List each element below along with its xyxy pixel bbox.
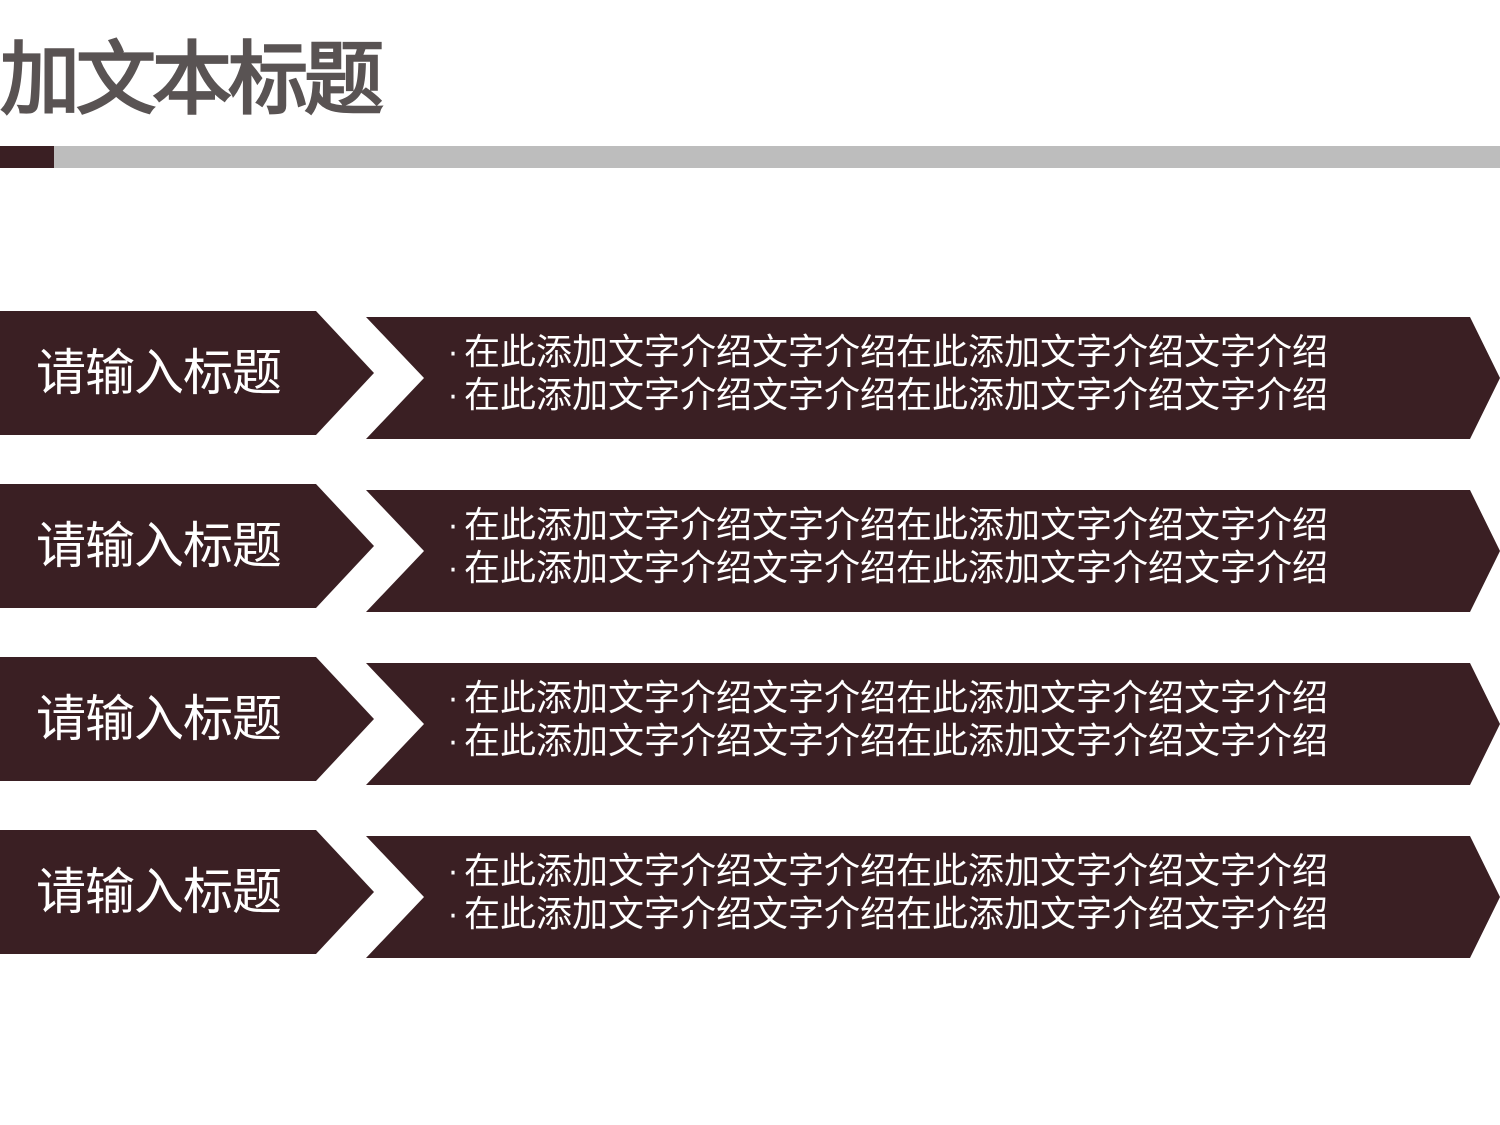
bullet-text: 在此添加文字介绍文字介绍在此添加文字介绍文字介绍 xyxy=(464,332,1329,373)
bullet-text: 在此添加文字介绍文字介绍在此添加文字介绍文字介绍 xyxy=(464,548,1329,589)
content-row: 请输入标题 ·在此添加文字介绍文字介绍在此添加文字介绍文字介绍 ·在此添加文字介… xyxy=(0,657,1500,787)
row-description: ·在此添加文字介绍文字介绍在此添加文字介绍文字介绍 ·在此添加文字介绍文字介绍在… xyxy=(442,850,1452,936)
row-title: 请输入标题 xyxy=(36,863,282,921)
slide-title: 加文本标题 xyxy=(0,33,384,126)
row-description: ·在此添加文字介绍文字介绍在此添加文字介绍文字介绍 ·在此添加文字介绍文字介绍在… xyxy=(442,677,1452,763)
row-title-arrow xyxy=(0,311,374,435)
row-title-arrow xyxy=(0,657,374,781)
bullet-icon: · xyxy=(448,726,458,761)
bullet-text: 在此添加文字介绍文字介绍在此添加文字介绍文字介绍 xyxy=(464,851,1329,892)
bullet-line: ·在此添加文字介绍文字介绍在此添加文字介绍文字介绍 xyxy=(442,720,1452,763)
bullet-line: ·在此添加文字介绍文字介绍在此添加文字介绍文字介绍 xyxy=(442,331,1452,374)
row-arrow-shapes xyxy=(0,311,1500,439)
row-description: ·在此添加文字介绍文字介绍在此添加文字介绍文字介绍 ·在此添加文字介绍文字介绍在… xyxy=(442,331,1452,417)
row-title-arrow xyxy=(0,484,374,608)
row-body-chevron xyxy=(366,663,1500,785)
row-title-arrow xyxy=(0,830,374,954)
bullet-line: ·在此添加文字介绍文字介绍在此添加文字介绍文字介绍 xyxy=(442,850,1452,893)
bullet-text: 在此添加文字介绍文字介绍在此添加文字介绍文字介绍 xyxy=(464,505,1329,546)
row-body-chevron xyxy=(366,836,1500,958)
bullet-text: 在此添加文字介绍文字介绍在此添加文字介绍文字介绍 xyxy=(464,375,1329,416)
bullet-icon: · xyxy=(448,899,458,934)
row-description: ·在此添加文字介绍文字介绍在此添加文字介绍文字介绍 ·在此添加文字介绍文字介绍在… xyxy=(442,504,1452,590)
bullet-icon: · xyxy=(448,856,458,891)
row-title: 请输入标题 xyxy=(36,344,282,402)
bullet-line: ·在此添加文字介绍文字介绍在此添加文字介绍文字介绍 xyxy=(442,547,1452,590)
bullet-line: ·在此添加文字介绍文字介绍在此添加文字介绍文字介绍 xyxy=(442,504,1452,547)
title-divider xyxy=(54,146,1500,168)
content-row: 请输入标题 ·在此添加文字介绍文字介绍在此添加文字介绍文字介绍 ·在此添加文字介… xyxy=(0,830,1500,960)
row-title: 请输入标题 xyxy=(36,517,282,575)
bullet-icon: · xyxy=(448,510,458,545)
bullet-icon: · xyxy=(448,337,458,372)
bullet-text: 在此添加文字介绍文字介绍在此添加文字介绍文字介绍 xyxy=(464,721,1329,762)
bullet-icon: · xyxy=(448,380,458,415)
bullet-line: ·在此添加文字介绍文字介绍在此添加文字介绍文字介绍 xyxy=(442,893,1452,936)
bullet-icon: · xyxy=(448,683,458,718)
row-body-chevron xyxy=(366,490,1500,612)
row-arrow-shapes xyxy=(0,657,1500,785)
row-arrow-shapes xyxy=(0,830,1500,958)
content-row: 请输入标题 ·在此添加文字介绍文字介绍在此添加文字介绍文字介绍 ·在此添加文字介… xyxy=(0,311,1500,441)
bullet-text: 在此添加文字介绍文字介绍在此添加文字介绍文字介绍 xyxy=(464,678,1329,719)
row-arrow-shapes xyxy=(0,484,1500,612)
row-title: 请输入标题 xyxy=(36,690,282,748)
content-row: 请输入标题 ·在此添加文字介绍文字介绍在此添加文字介绍文字介绍 ·在此添加文字介… xyxy=(0,484,1500,614)
bullet-line: ·在此添加文字介绍文字介绍在此添加文字介绍文字介绍 xyxy=(442,677,1452,720)
bullet-text: 在此添加文字介绍文字介绍在此添加文字介绍文字介绍 xyxy=(464,894,1329,935)
bullet-icon: · xyxy=(448,553,458,588)
title-divider-accent xyxy=(0,146,54,168)
row-body-chevron xyxy=(366,317,1500,439)
bullet-line: ·在此添加文字介绍文字介绍在此添加文字介绍文字介绍 xyxy=(442,374,1452,417)
